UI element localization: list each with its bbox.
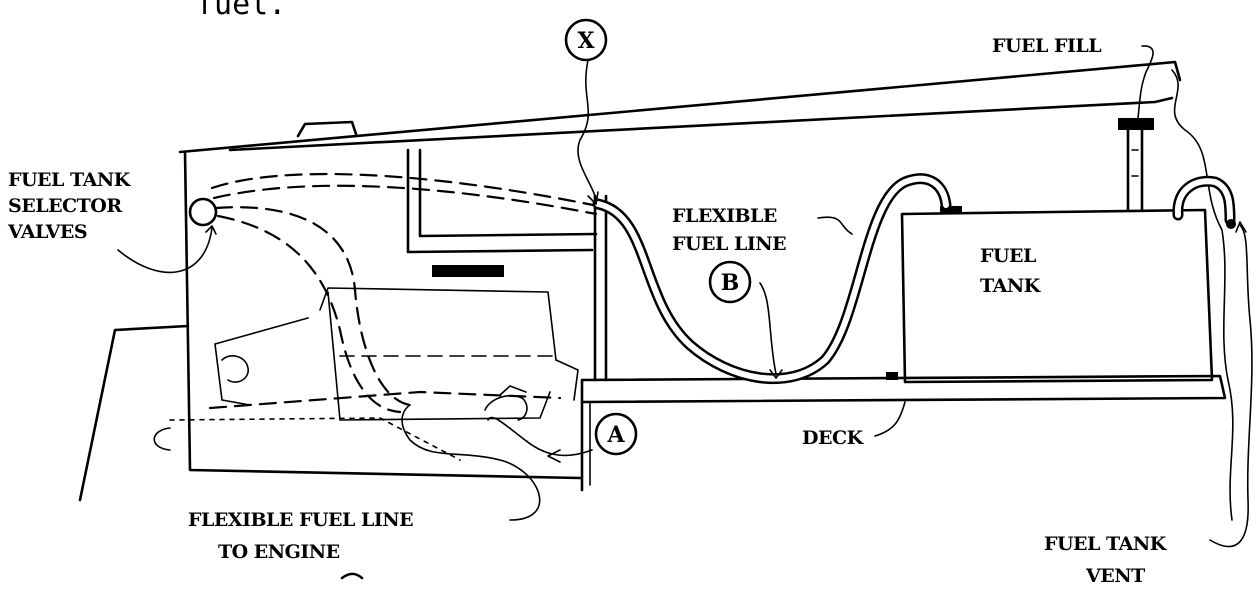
deck <box>580 374 1227 492</box>
fuel-tank-vent-line-1: FUEL TANK <box>1044 533 1168 555</box>
engine-line-label-1: FLEXIBLE FUEL LINE <box>188 509 413 531</box>
vent-hose <box>1172 175 1236 229</box>
selector-valve <box>188 197 218 227</box>
dashed-fuel-lines <box>210 172 600 414</box>
callout-x: X <box>564 18 608 62</box>
flexible-fuel-line-line-2: FUEL LINE <box>672 233 786 255</box>
callout-b-label: B <box>721 270 740 296</box>
callout-b: B <box>708 260 752 304</box>
selector-valves-line-1: FUEL TANK <box>8 169 132 191</box>
flexible-fuel-line-hose <box>592 173 952 385</box>
flexible-fuel-line-label: FLEXIBLE FUEL LINE <box>672 205 787 255</box>
fuel-tank-box <box>886 206 1214 384</box>
callout-x-label: X <box>577 28 595 54</box>
fuel-tank-vent-line-2: VENT <box>1085 565 1145 587</box>
flexible-fuel-line-line-1: FLEXIBLE <box>672 205 777 227</box>
flexible-fuel-line-to-engine-label: FLEXIBLE FUEL LINE TO ENGINE <box>188 509 414 563</box>
selector-valves-label: FUEL TANK SELECTOR VALVES <box>7 169 132 243</box>
deck-label: DECK <box>802 427 865 449</box>
fuel-tank-label: FUEL TANK <box>980 245 1042 297</box>
selector-valves-line-2: SELECTOR <box>8 195 122 217</box>
fuel-fill-pipe <box>1118 118 1154 212</box>
fuel-tank-line-2: TANK <box>980 275 1042 297</box>
engine <box>169 265 579 461</box>
fuel-tank-vent-label: FUEL TANK VENT <box>1044 533 1168 587</box>
callout-a: A <box>594 412 638 456</box>
selector-valves-line-3: VALVES <box>7 221 87 243</box>
fuel-fill-label: FUEL FILL <box>992 35 1101 57</box>
engine-line-label-2: TO ENGINE <box>218 541 340 563</box>
top-caption: fuel. <box>196 0 286 22</box>
fuel-tank-line-1: FUEL <box>980 245 1036 267</box>
callout-a-label: A <box>606 422 625 448</box>
leader-lines <box>117 45 1253 580</box>
